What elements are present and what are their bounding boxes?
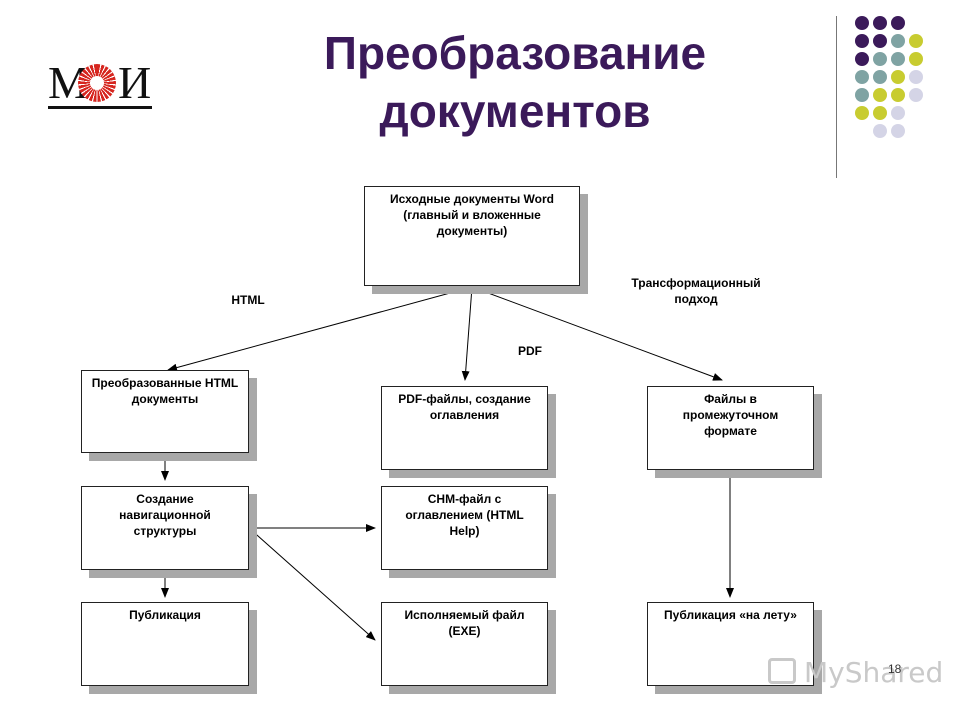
decorative-dot [855,70,869,84]
arrow-source-to-pdf [461,286,473,381]
decorative-dot [909,52,923,66]
watermark-text: MyShared [804,656,944,689]
label-html: HTML [231,293,265,307]
slide-number: 18 [888,662,902,676]
logo-sun-emblem [78,64,116,102]
decorative-dot [873,34,887,48]
arrow-source-to-html [167,286,473,372]
decorative-dot [891,34,905,48]
decorative-dot [891,88,905,102]
university-logo: М И [48,58,152,110]
decorative-divider [836,16,837,178]
decorative-dot [891,124,905,138]
decorative-dot [891,16,905,30]
decorative-dot [891,52,905,66]
box-navigation-structure: Создание навигационной структуры [81,486,249,570]
decorative-dot [909,34,923,48]
decorative-dot [873,16,887,30]
decorative-dot [855,34,869,48]
title-line-1: Преобразование [323,27,707,79]
watermark-icon [768,658,796,684]
label-transformation-approach: Трансформационный подход [631,276,761,306]
logo-letter-i: И [118,57,152,108]
decorative-dot [873,52,887,66]
decorative-dot [855,106,869,120]
decorative-dot [909,70,923,84]
decorative-dot [891,70,905,84]
arrow-source-to-intermediate [471,286,723,381]
box-converted-html-documents: Преобразованные HTML документы [81,370,249,453]
decorative-dot [891,106,905,120]
decorative-dot [873,88,887,102]
slide-title: Преобразование документов [250,24,780,140]
box-intermediate-format-files: Файлы в промежуточном формате [647,386,814,470]
box-on-the-fly-publication: Публикация «на лету» [647,602,814,686]
box-executable-file: Исполняемый файл (EXE) [381,602,548,686]
decorative-dot [873,124,887,138]
box-chm-file: CHM-файл с оглавлением (HTML Help) [381,486,548,570]
box-source-word-documents: Исходные документы Word (главный и вложе… [364,186,580,286]
label-pdf: PDF [518,344,542,358]
decorative-dot [873,70,887,84]
decorative-dot [873,106,887,120]
decorative-dot [855,52,869,66]
decorative-dot [855,16,869,30]
title-line-2: документов [379,85,651,137]
decorative-dot [855,88,869,102]
box-pdf-files: PDF-файлы, создание оглавления [381,386,548,470]
watermark: MyShared [768,656,943,690]
arrow-navigation-to-exe [248,527,376,641]
decorative-dot [909,88,923,102]
box-publication: Публикация [81,602,249,686]
logo-underline [48,106,152,109]
